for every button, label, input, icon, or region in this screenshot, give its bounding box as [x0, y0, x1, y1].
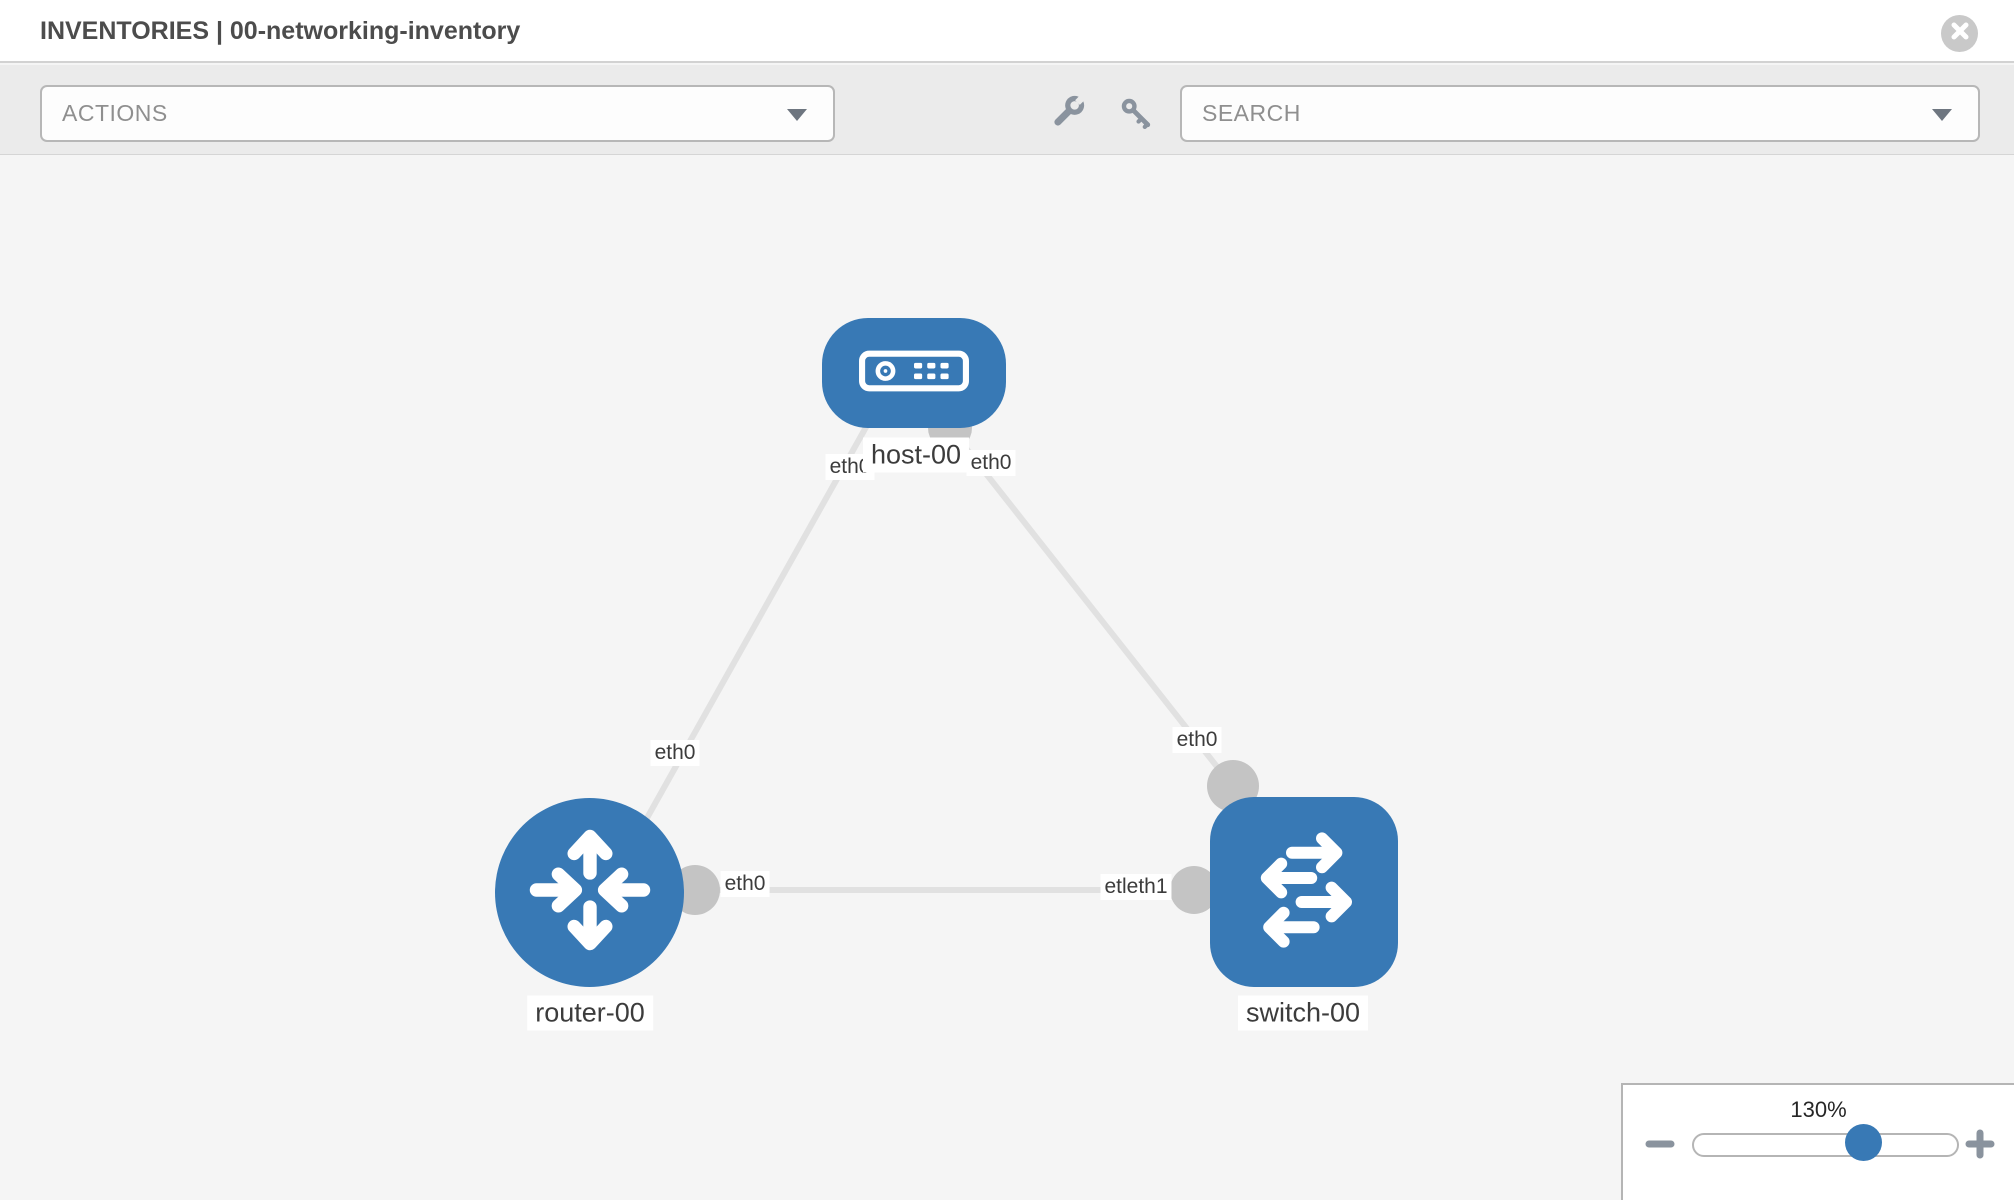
- port-label-eth0: eth0: [720, 871, 770, 897]
- search-dropdown[interactable]: SEARCH: [1180, 85, 1980, 142]
- host-device-icon: [858, 348, 970, 399]
- node-label-host-00: host-00: [862, 437, 970, 473]
- close-button[interactable]: [1941, 15, 1978, 52]
- wrench-icon[interactable]: [1049, 92, 1088, 136]
- topology-canvas[interactable]: [0, 156, 2014, 1200]
- node-host-00[interactable]: [822, 318, 1006, 428]
- port-circle-switch-left: [1170, 866, 1218, 914]
- zoom-in-button[interactable]: [1965, 1129, 1995, 1164]
- port-label-eth0: eth0: [1172, 727, 1222, 753]
- switch-icon: [1232, 818, 1376, 967]
- node-label-router-00: router-00: [527, 995, 653, 1031]
- header-bar: INVENTORIES | 00-networking-inventory: [0, 0, 2014, 63]
- node-switch-00[interactable]: [1210, 797, 1398, 987]
- node-router-00[interactable]: [495, 798, 684, 987]
- key-icon[interactable]: [1119, 96, 1153, 135]
- zoom-out-button[interactable]: [1645, 1129, 1675, 1164]
- actions-dropdown[interactable]: ACTIONS: [40, 85, 835, 142]
- chevron-down-icon: [1932, 108, 1952, 121]
- port-label-eth0: eth0: [966, 450, 1016, 476]
- zoom-panel: 130%: [1621, 1083, 2014, 1200]
- close-icon: [1950, 21, 1970, 46]
- topology-links-layer: [644, 406, 1259, 915]
- zoom-value: 130%: [1790, 1097, 1847, 1122]
- port-label-eth0: eth0: [650, 740, 700, 766]
- zoom-slider-knob[interactable]: [1845, 1124, 1882, 1161]
- node-label-switch-00: switch-00: [1237, 995, 1369, 1031]
- router-icon: [517, 817, 663, 968]
- port-label-etleth1: etleth1: [1100, 874, 1172, 900]
- toolbar: ACTIONS SEARCH: [0, 65, 2014, 155]
- chevron-down-icon: [787, 108, 807, 121]
- actions-dropdown-label: ACTIONS: [62, 100, 168, 126]
- zoom-slider-track[interactable]: [1692, 1133, 1959, 1157]
- search-dropdown-label: SEARCH: [1202, 100, 1301, 126]
- page-title: INVENTORIES | 00-networking-inventory: [40, 17, 521, 45]
